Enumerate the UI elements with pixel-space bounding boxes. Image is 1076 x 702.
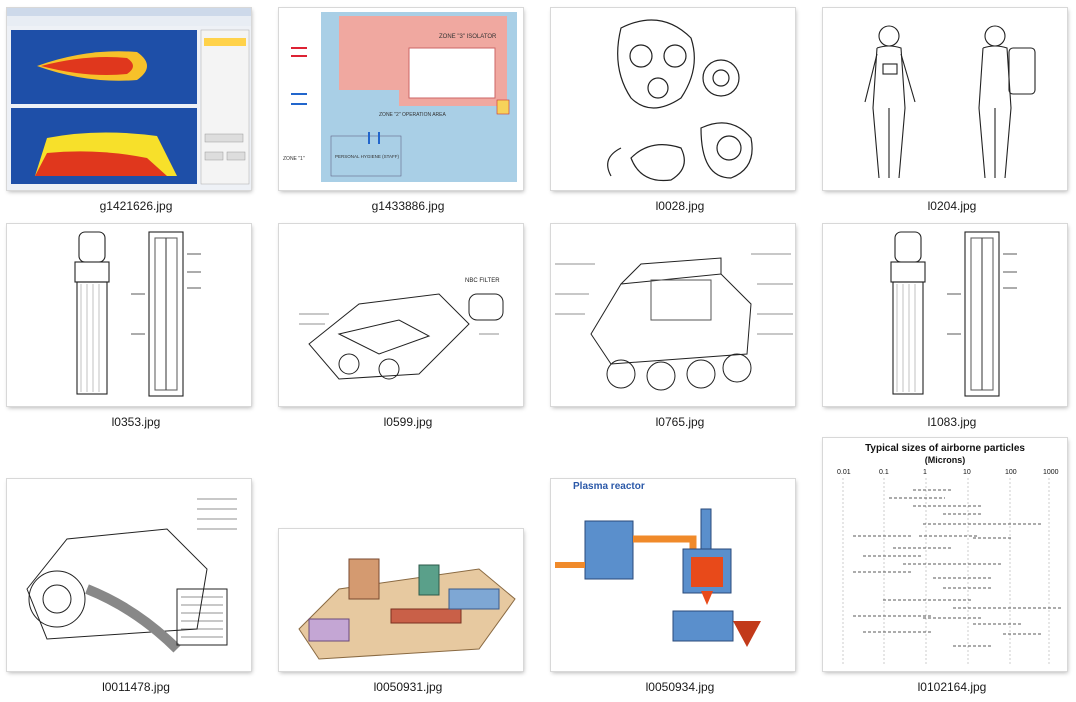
hygiene-label: PERSONAL HYGIENE (STAFF) xyxy=(335,154,400,159)
file-name-label[interactable]: l0353.jpg xyxy=(111,415,161,429)
file-thumbnail[interactable] xyxy=(551,8,795,190)
plasma-title: Plasma reactor xyxy=(573,481,645,492)
file-name-label[interactable]: l0765.jpg xyxy=(655,415,705,429)
zone3-label: ZONE "3" ISOLATOR xyxy=(439,34,497,40)
tick-label: 0.1 xyxy=(879,469,889,476)
file-tile[interactable]: l0204.jpg xyxy=(816,0,1076,216)
file-tile[interactable]: l0353.jpg xyxy=(0,216,272,432)
file-name-label[interactable]: l0599.jpg xyxy=(383,415,433,429)
file-name-label[interactable]: l0028.jpg xyxy=(655,199,705,213)
file-thumbnail[interactable]: Plasma reactor xyxy=(551,479,795,671)
tick-label: 0.01 xyxy=(837,469,851,476)
zone1-label: ZONE "1" xyxy=(283,156,305,162)
file-name-label[interactable]: l0050934.jpg xyxy=(645,680,715,694)
file-name-label[interactable]: l0204.jpg xyxy=(927,199,977,213)
file-thumbnail[interactable] xyxy=(823,224,1067,406)
file-tile[interactable]: l0011478.jpg xyxy=(0,479,272,695)
particles-title: Typical sizes of airborne particles xyxy=(865,443,1025,454)
tick-label: 10 xyxy=(963,469,971,476)
file-thumbnail[interactable] xyxy=(279,529,523,671)
file-tile[interactable]: ZONE "3" ISOLATOR ZONE "2" OPERATION ARE… xyxy=(272,0,544,216)
file-thumbnail[interactable] xyxy=(7,479,251,671)
file-thumbnail[interactable] xyxy=(823,8,1067,190)
file-tile[interactable]: Typical sizes of airborne particles (Mic… xyxy=(816,438,1076,694)
tick-label: 1000 xyxy=(1043,469,1059,476)
file-thumbnail[interactable] xyxy=(7,224,251,406)
file-name-label[interactable]: l0102164.jpg xyxy=(917,680,987,694)
file-name-label[interactable]: l0011478.jpg xyxy=(102,680,170,694)
file-thumbnail[interactable]: Typical sizes of airborne particles (Mic… xyxy=(823,438,1067,671)
file-thumbnail[interactable]: NBC FILTER xyxy=(279,224,523,406)
nbc-filter-label: NBC FILTER xyxy=(465,278,500,284)
tick-label: 1 xyxy=(923,469,927,476)
particles-subtitle: (Microns) xyxy=(925,455,966,465)
tick-label: 100 xyxy=(1005,469,1017,476)
file-thumbnail[interactable] xyxy=(551,224,795,406)
file-thumbnail[interactable] xyxy=(7,8,251,190)
file-tile[interactable]: l0050931.jpg xyxy=(272,479,544,695)
file-thumbnail[interactable]: ZONE "3" ISOLATOR ZONE "2" OPERATION ARE… xyxy=(279,8,523,190)
zone2-label: ZONE "2" OPERATION AREA xyxy=(379,112,446,118)
file-tile[interactable]: NBC FILTER l0599.jpg xyxy=(272,216,544,432)
file-tile[interactable]: Plasma reactor l0050934.jpg xyxy=(544,479,816,695)
file-name-label[interactable]: g1433886.jpg xyxy=(371,199,445,213)
file-tile[interactable]: g1421626.jpg xyxy=(0,0,272,216)
file-name-label[interactable]: l0050931.jpg xyxy=(373,680,443,694)
file-tile[interactable]: l0765.jpg xyxy=(544,216,816,432)
file-name-label[interactable]: g1421626.jpg xyxy=(99,199,173,213)
file-tile[interactable]: l0028.jpg xyxy=(544,0,816,216)
file-tile[interactable]: l1083.jpg xyxy=(816,216,1076,432)
file-name-label[interactable]: l1083.jpg xyxy=(927,415,977,429)
